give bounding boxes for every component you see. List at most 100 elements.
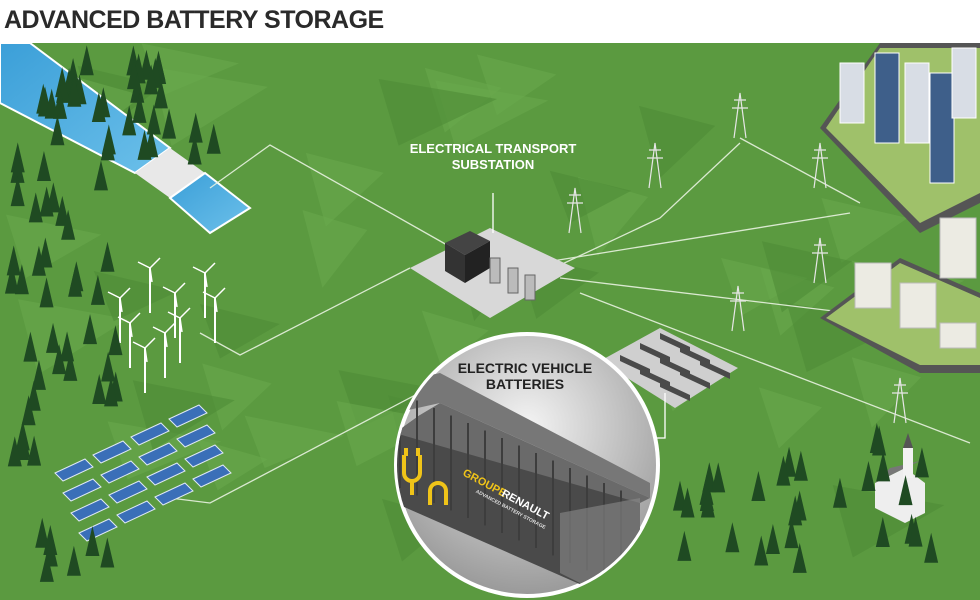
tree	[792, 542, 807, 573]
transmission-tower	[892, 377, 908, 424]
tree	[188, 112, 203, 143]
terrain-facet	[549, 170, 632, 224]
turbine-blades	[132, 337, 156, 363]
tree	[765, 523, 780, 554]
terrain-facet	[200, 303, 280, 359]
tree	[100, 241, 115, 272]
solar-panel	[184, 444, 224, 468]
transmission-tower	[812, 237, 828, 284]
solar-panel	[130, 422, 170, 446]
tree	[67, 76, 82, 107]
terrain-facet	[6, 214, 102, 278]
skyscraper	[839, 62, 865, 124]
wind-turbines	[107, 257, 226, 393]
terrain-facet	[758, 387, 822, 449]
terrain-facet	[421, 310, 489, 368]
battery-container	[660, 381, 690, 401]
solar-panel	[138, 442, 178, 466]
transmission-tower	[647, 142, 663, 189]
tree	[776, 455, 791, 486]
tree	[39, 551, 54, 582]
turbine-blades	[107, 287, 131, 313]
solar-panel	[154, 482, 194, 506]
apartment-block	[854, 262, 892, 309]
tree	[924, 532, 939, 563]
turbine-blades	[152, 322, 176, 348]
terrain-facet	[761, 241, 852, 313]
transmission-tower	[732, 92, 748, 139]
turbine-blades	[117, 312, 141, 338]
solar-panel	[168, 404, 208, 428]
tree	[132, 92, 147, 123]
solar-panel	[92, 440, 132, 464]
tree	[725, 522, 740, 553]
tree	[751, 470, 766, 501]
transmission-tower	[567, 187, 583, 234]
turbine-blades	[167, 307, 191, 333]
tree	[875, 516, 890, 547]
tree	[27, 435, 42, 466]
terrain-facet	[305, 152, 384, 227]
terrain-facet	[476, 54, 557, 116]
church	[875, 433, 925, 523]
skyscraper	[951, 47, 977, 119]
tree	[876, 451, 891, 482]
tree	[31, 245, 46, 276]
tree	[100, 537, 115, 568]
solar-panel	[146, 462, 186, 486]
tree	[908, 516, 923, 547]
page-title: ADVANCED BATTERY STORAGE	[4, 6, 384, 34]
tree	[55, 195, 70, 226]
apartment-block	[899, 282, 937, 329]
solar-panel	[116, 500, 156, 524]
city	[820, 43, 980, 373]
tree	[53, 88, 68, 119]
tree	[10, 152, 25, 183]
solar-panel	[54, 458, 94, 482]
tree	[700, 487, 715, 518]
tree	[832, 477, 847, 508]
terrain-facet	[851, 357, 922, 428]
terrain-facet	[639, 105, 716, 179]
tree	[130, 72, 145, 103]
tree	[21, 395, 36, 426]
battery-container	[680, 369, 710, 389]
battery-storage-site	[600, 328, 738, 439]
tree	[6, 245, 21, 276]
forest-trees	[4, 45, 939, 582]
tree	[680, 487, 695, 518]
solar-panel	[62, 478, 102, 502]
tree	[31, 359, 46, 390]
tree	[15, 429, 30, 460]
tree	[100, 130, 115, 161]
tree	[68, 266, 83, 297]
tree	[108, 325, 123, 356]
battery-container	[700, 359, 730, 379]
skyscraper	[874, 52, 900, 144]
tree	[784, 518, 799, 549]
batteries-label-line1: ELECTRIC VEHICLE	[458, 360, 593, 376]
solar-panels	[54, 404, 232, 542]
solar-panel	[176, 424, 216, 448]
terrain-facet	[202, 363, 272, 431]
tree	[677, 530, 692, 561]
substation-label-line1: ELECTRICAL TRANSPORT	[410, 141, 577, 156]
turbine-blades	[162, 282, 186, 308]
tree	[754, 535, 769, 566]
tree	[711, 462, 726, 493]
tree	[92, 373, 107, 404]
solar-panel	[100, 460, 140, 484]
terrain-facet	[378, 78, 497, 146]
tree	[35, 517, 50, 548]
battery-container	[640, 343, 670, 363]
tree	[85, 526, 100, 557]
turbine-blades	[137, 257, 161, 283]
tree	[788, 495, 803, 526]
tree	[793, 450, 808, 481]
tree	[61, 209, 76, 240]
tree	[46, 322, 61, 353]
tree	[861, 460, 876, 491]
tree	[206, 123, 221, 154]
tree	[23, 331, 38, 362]
